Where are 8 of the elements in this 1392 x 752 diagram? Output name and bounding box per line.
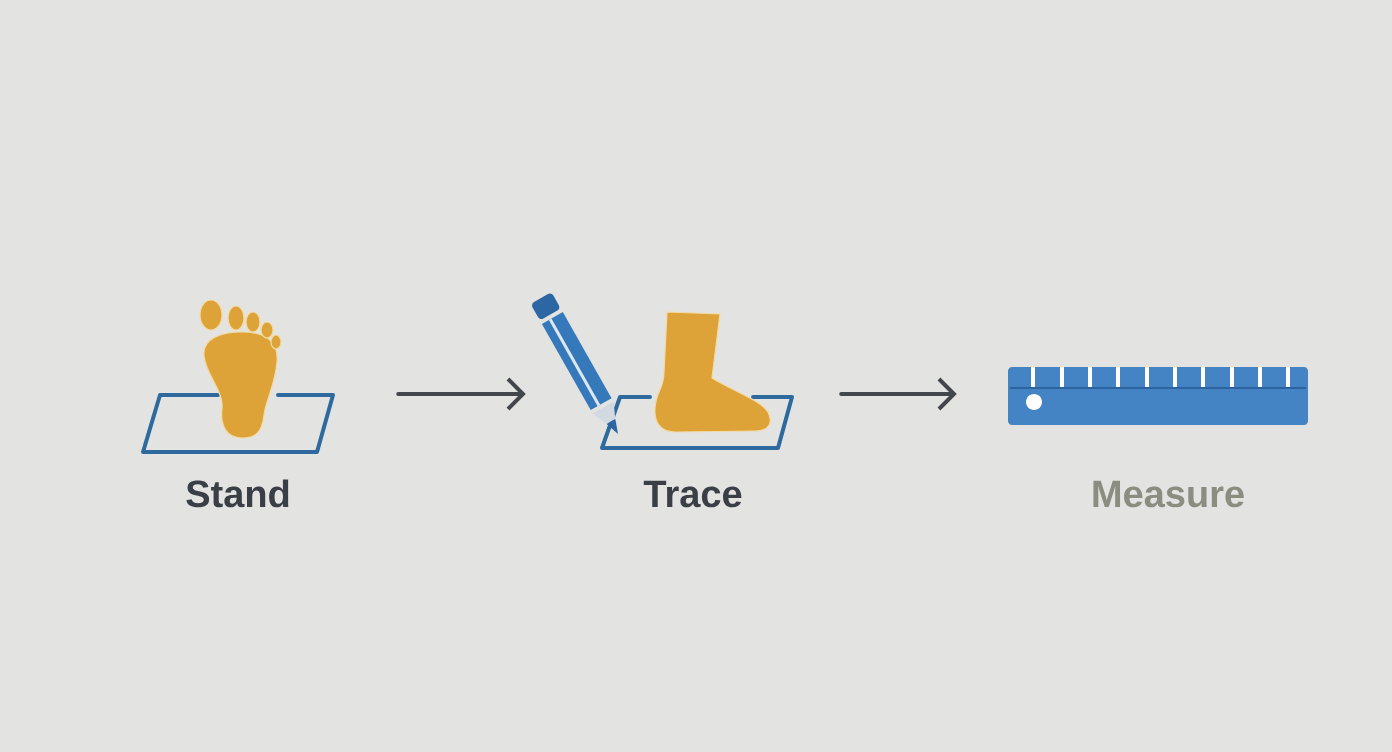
step-label: Trace — [643, 480, 742, 508]
ruler — [1008, 367, 1308, 425]
arrow — [839, 377, 957, 411]
foot-on-paper-drawing — [141, 299, 335, 454]
pencil-tracing-foot-drawing — [532, 293, 794, 450]
arrow — [396, 377, 526, 411]
step-label: Stand — [186, 479, 289, 508]
step-label: Measure — [1093, 480, 1244, 508]
